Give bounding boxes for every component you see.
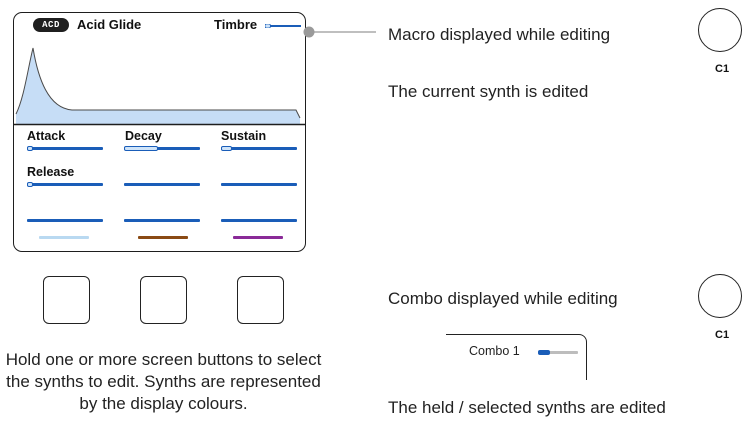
param-label-decay: Decay xyxy=(125,129,162,143)
knob-c1-bottom[interactable] xyxy=(698,274,742,318)
macro-name: Timbre xyxy=(214,17,258,32)
combo-slider xyxy=(538,350,578,355)
help-text: Hold one or more screen buttons to selec… xyxy=(5,350,322,413)
param-slider-empty xyxy=(124,182,200,187)
envelope-graph xyxy=(14,47,305,126)
held-synths-caption: The held / selected synths are edited xyxy=(388,398,666,417)
screen-button-3[interactable] xyxy=(237,276,284,324)
param-slider-empty xyxy=(221,182,297,187)
synth-colour-line xyxy=(233,236,283,239)
macro-caption: Macro displayed while editing xyxy=(388,25,611,44)
screen-button-2[interactable] xyxy=(140,276,187,324)
current-synth-caption: The current synth is edited xyxy=(388,82,589,101)
synth-type-badge: ACD xyxy=(33,18,69,32)
param-slider-sustain xyxy=(221,146,297,151)
combo-caption: Combo displayed while editing xyxy=(388,289,618,308)
synth-display: ACD Acid Glide Timbre Attack Decay Susta… xyxy=(13,12,306,252)
param-slider-decay xyxy=(124,146,200,151)
knob-label: C1 xyxy=(715,329,730,341)
param-label-release: Release xyxy=(27,165,75,179)
param-label-attack: Attack xyxy=(27,129,66,143)
macro-slider xyxy=(265,24,301,28)
synth-colour-line xyxy=(39,236,89,239)
screen-button-1[interactable] xyxy=(43,276,90,324)
knob-label: C1 xyxy=(715,63,730,75)
param-label-sustain: Sustain xyxy=(221,129,267,143)
knob-c1-top[interactable] xyxy=(698,8,742,52)
param-slider-release xyxy=(27,182,103,187)
param-slider-empty xyxy=(221,218,297,223)
combo-display: Combo 1 xyxy=(446,334,587,380)
connector-line xyxy=(303,26,376,38)
param-slider-empty xyxy=(27,218,103,223)
param-slider-empty xyxy=(124,218,200,223)
combo-label: Combo 1 xyxy=(469,344,520,358)
synth-colour-line xyxy=(138,236,188,239)
synth-name: Acid Glide xyxy=(77,17,142,32)
param-slider-attack xyxy=(27,146,103,151)
